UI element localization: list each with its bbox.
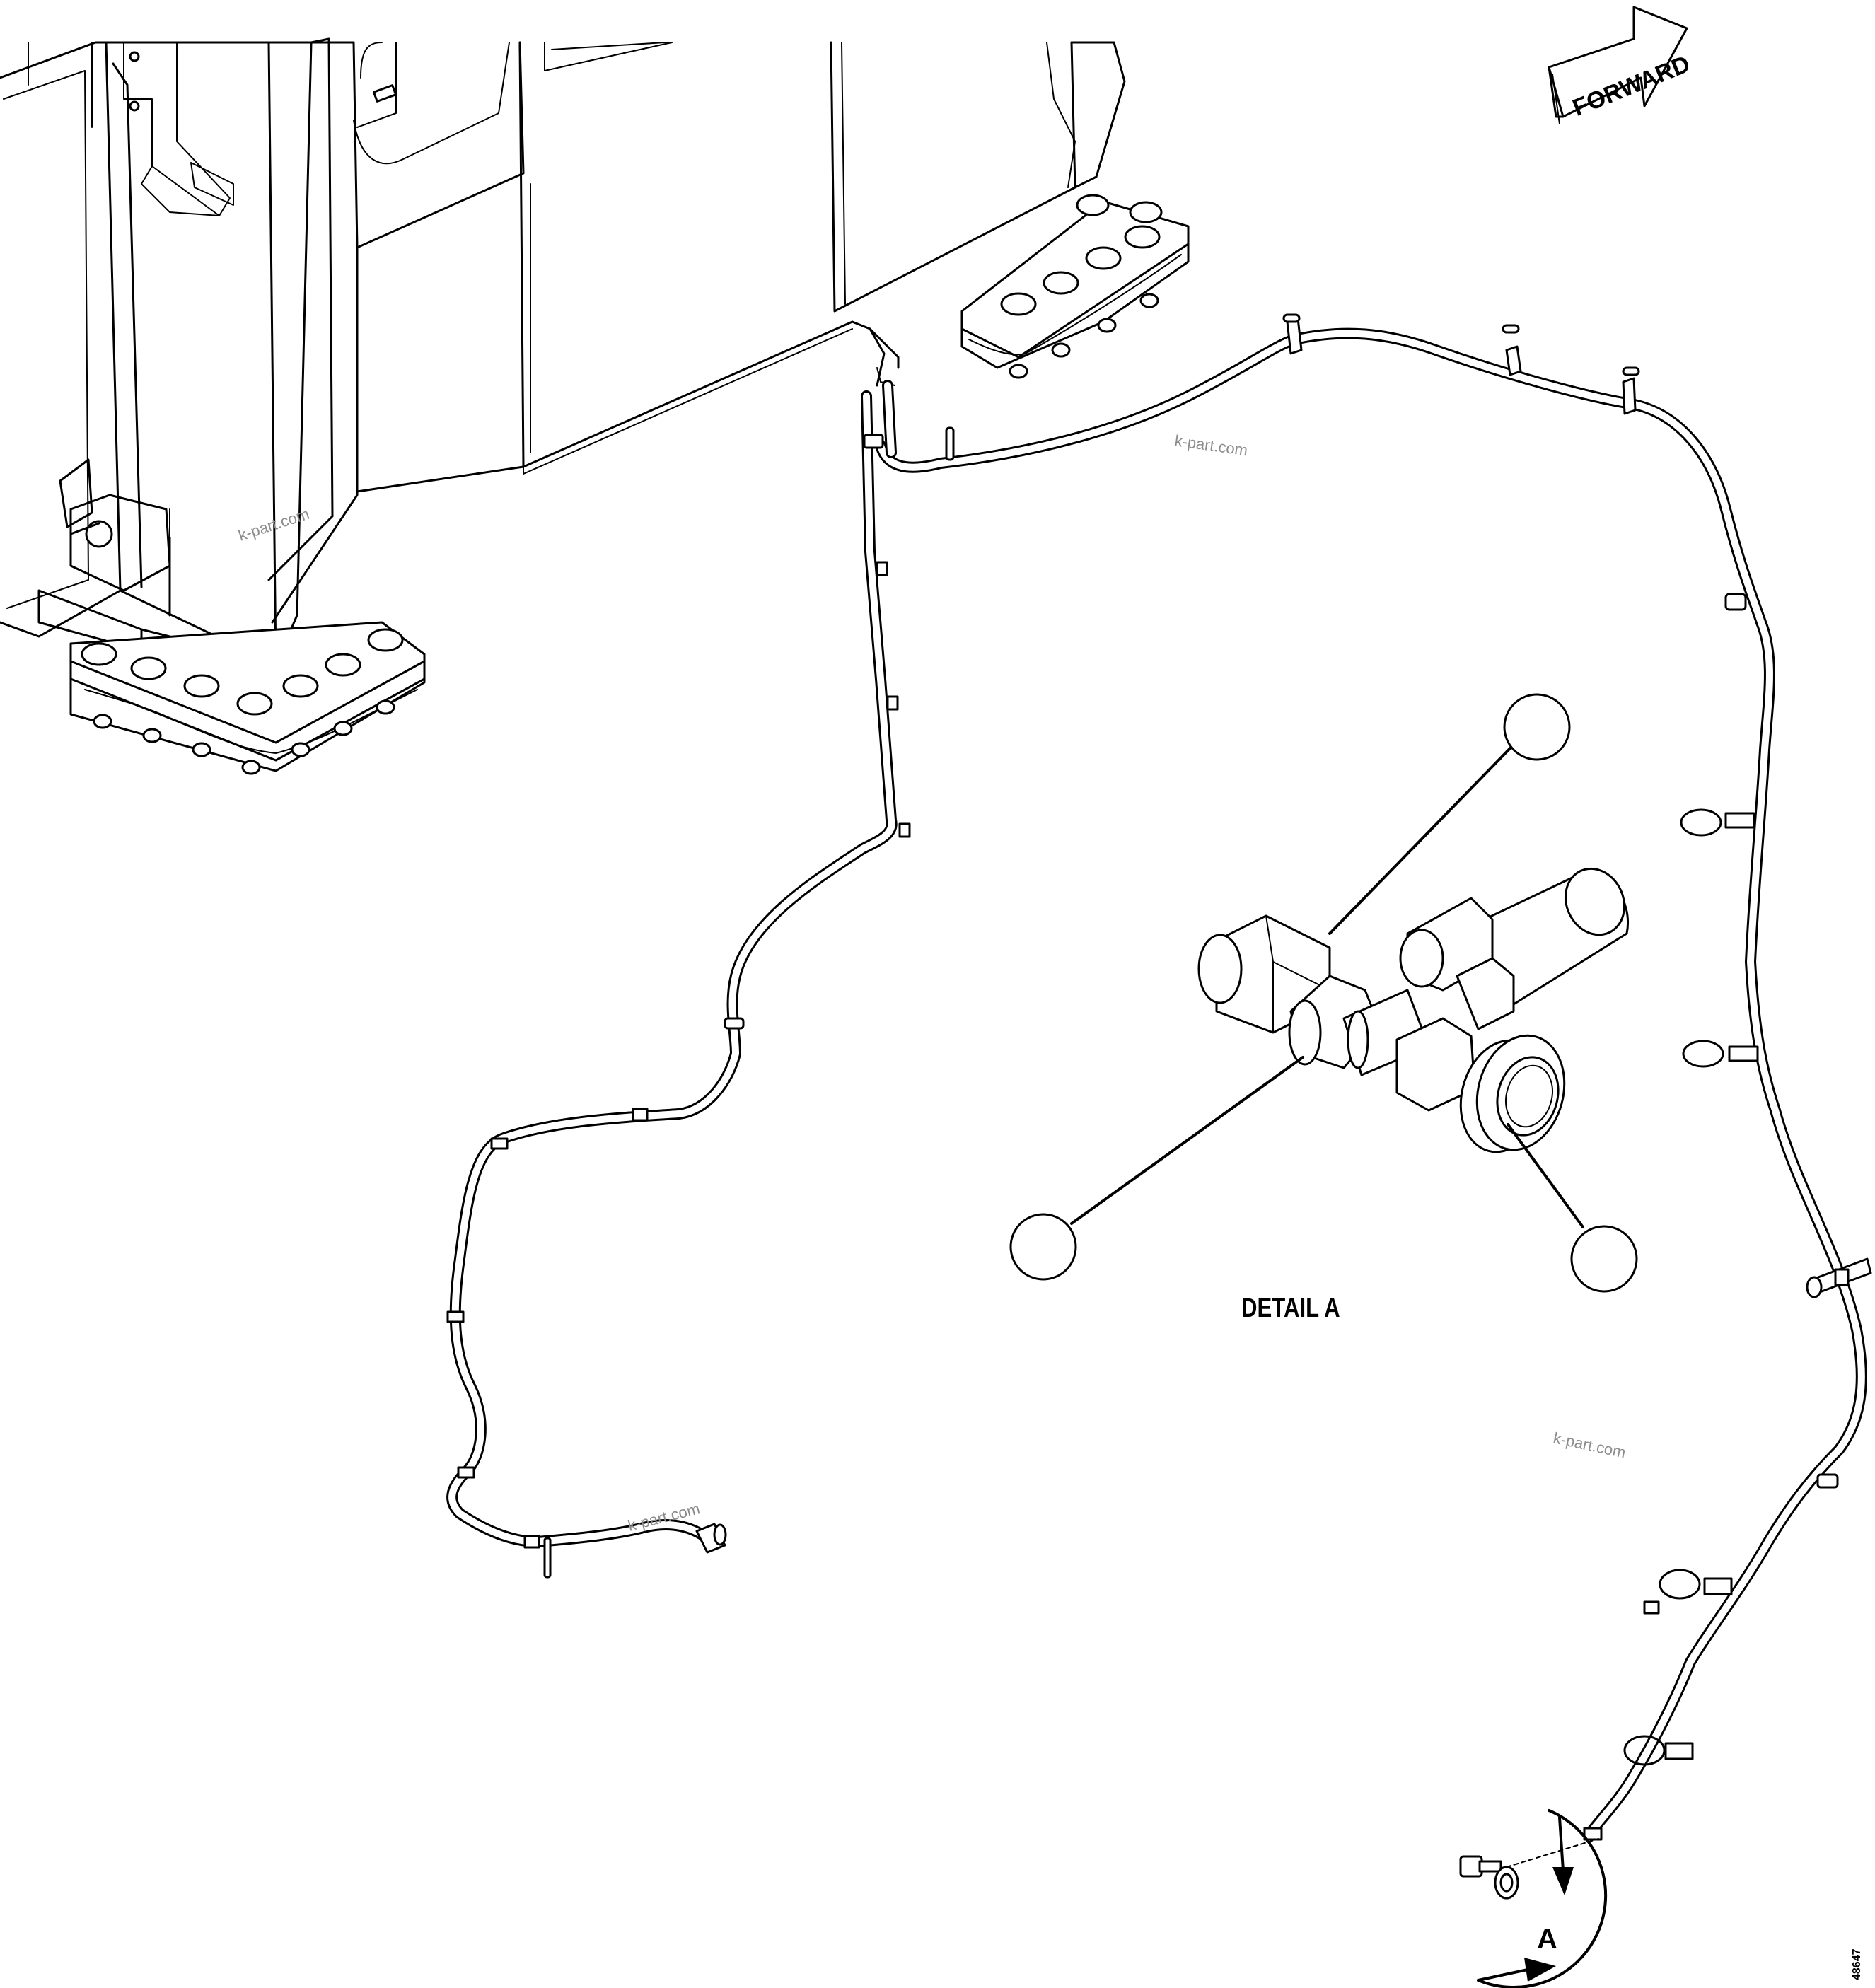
watermark-3: k-part.com [1552, 1429, 1627, 1461]
detail-a-title: DETAIL A [1241, 1294, 1340, 1323]
loop-clamps [1623, 808, 1759, 1766]
detail-a-view-letter: A [1537, 1924, 1557, 1955]
callout-balloon-right [1570, 1225, 1638, 1293]
detail-a-view-circle: A [1459, 1809, 1607, 1988]
watermark-2: k-part.com [1173, 431, 1248, 459]
callout-balloon-top [1503, 693, 1571, 761]
detail-a-enlarged-fitting [1197, 867, 1629, 1153]
flange-bolts-left [81, 628, 404, 775]
right-flange-base [960, 194, 1190, 379]
inline-sensor [1806, 1257, 1872, 1298]
tank-assembly [0, 37, 1126, 666]
left-flange-base [69, 621, 426, 775]
drawing-number: 48647 [1851, 1948, 1863, 1980]
detail-a-small-fitting [1459, 1855, 1519, 1900]
hose-end-fitting-left [695, 1523, 727, 1554]
hose-assembly [446, 313, 1872, 1841]
hose-clips [446, 313, 1872, 1841]
callout-leaders [1070, 743, 1584, 1228]
forward-arrow-sign: FORWARD [1548, 6, 1694, 124]
callout-balloon-left [1009, 1213, 1077, 1281]
